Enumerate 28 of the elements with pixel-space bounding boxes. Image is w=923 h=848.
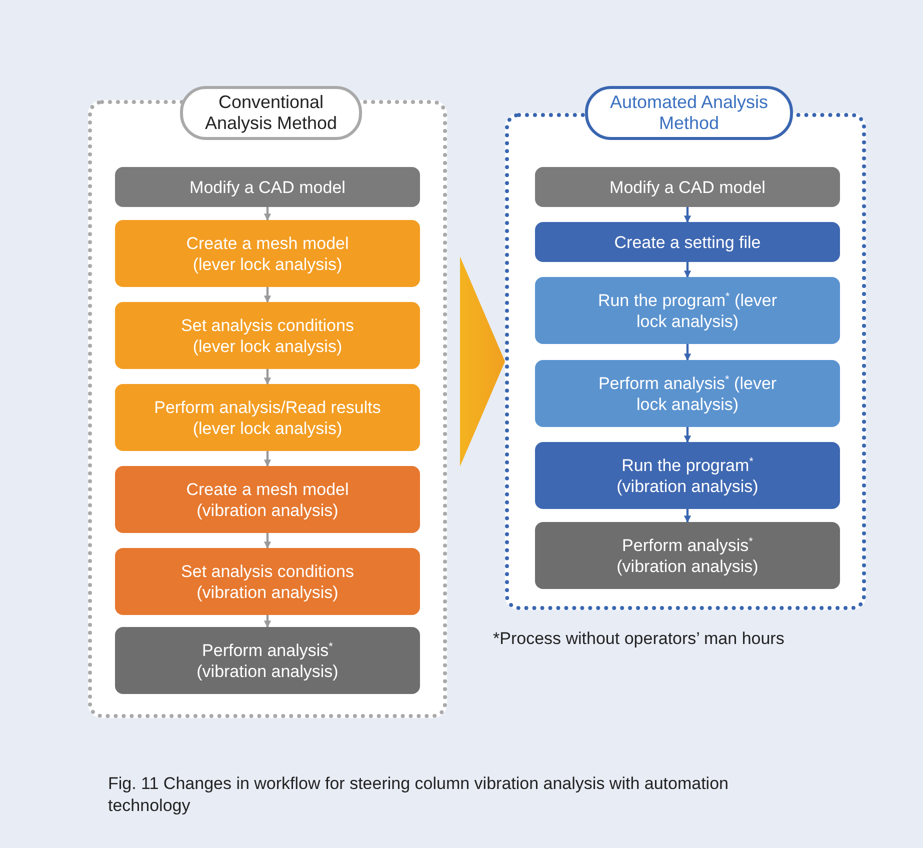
figure-caption: Fig. 11 Changes in workflow for steering column vibration analysis with automation technology: [108, 773, 730, 817]
arrow: [264, 451, 272, 467]
arrow: [264, 369, 272, 385]
panel-heading: Automated Analysis Method: [585, 86, 793, 140]
footnote: *Process without operators’ man hours: [493, 629, 784, 649]
arrow: [264, 287, 272, 303]
process-box: Perform analysis/Read results (lever lock analysis): [115, 384, 420, 451]
process-box: Modify a CAD model: [115, 167, 420, 207]
process-box: Set analysis conditions (vibration analysis): [115, 548, 420, 615]
arrow: [264, 207, 272, 221]
process-box: Modify a CAD model: [535, 167, 840, 207]
arrow: [684, 509, 692, 523]
process-box: Run the program$^{*}$ (vibration analysis): [535, 442, 840, 509]
arrow: [264, 533, 272, 549]
process-box: Create a mesh model (vibration analysis): [115, 466, 420, 533]
arrow: [684, 207, 692, 223]
arrow: [264, 615, 272, 628]
process-box: Perform analysis$^{*}$ (lever lock analysis): [535, 360, 840, 427]
process-box: Create a mesh model (lever lock analysis): [115, 220, 420, 287]
arrow: [684, 262, 692, 278]
arrow: [684, 344, 692, 361]
process-box: Set analysis conditions (lever lock analysis): [115, 302, 420, 369]
process-box: Create a setting file: [535, 222, 840, 262]
arrow: [684, 427, 692, 443]
process-box: Perform analysis$^{*}$ (vibration analysis): [115, 627, 420, 694]
process-box: Run the program$^{*}$ (lever lock analysis): [535, 277, 840, 344]
process-box: Perform analysis$^{*}$ (vibration analysis): [535, 522, 840, 589]
panel-heading: Conventional Analysis Method: [180, 86, 362, 140]
